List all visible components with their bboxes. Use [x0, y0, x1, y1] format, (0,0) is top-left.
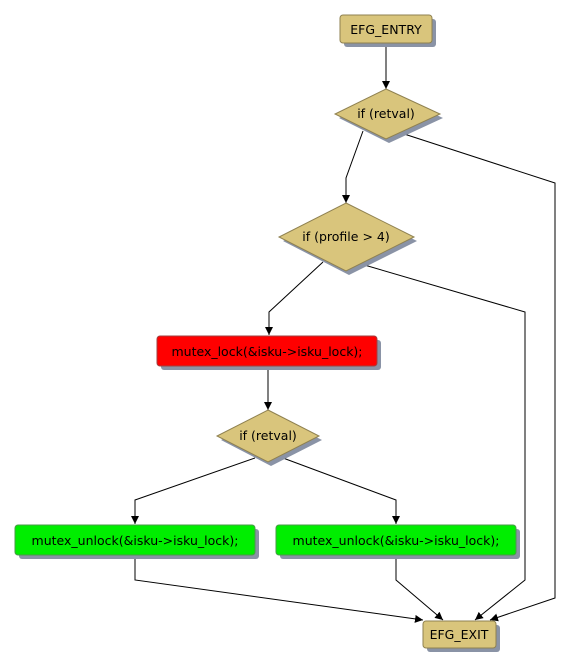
edge-cond-profile-to-exit: [360, 263, 526, 621]
unlock-right-label: mutex_unlock(&isku->isku_lock);: [293, 533, 500, 548]
cond-profile-diamond: [277, 202, 416, 272]
edge-cond-profile-to-lock: [265, 261, 324, 335]
unlock-left-box: [14, 524, 256, 556]
lock-node-label: mutex_lock(&isku->isku_lock);: [171, 344, 362, 359]
unlock-right-box: [275, 524, 517, 556]
cond-retval-1-label: if (retval): [357, 106, 415, 121]
cond-retval-1-diamond: [333, 88, 442, 140]
cond-profile-node: if (profile > 4): [277, 202, 417, 275]
entry-node: EFG_ENTRY: [339, 14, 436, 47]
edge-cond-retval-2-to-unlock-right: [282, 457, 400, 524]
exit-node-box: [422, 620, 497, 649]
edge-cond-retval-1-to-cond-profile: [342, 130, 364, 203]
exit-node: EFG_EXIT: [422, 620, 500, 652]
cond-retval-2-diamond: [215, 409, 321, 463]
lock-node-box: [156, 335, 378, 367]
unlock-left-label: mutex_unlock(&isku->isku_lock);: [32, 533, 239, 548]
entry-node-box: [339, 14, 433, 44]
entry-node-label: EFG_ENTRY: [350, 22, 422, 37]
edge-unlock-right-to-exit: [395, 557, 444, 621]
edge-cond-retval-1-to-exit: [397, 131, 556, 622]
edges: [131, 46, 556, 623]
unlock-right-node: mutex_unlock(&isku->isku_lock);: [275, 524, 520, 559]
exit-node-label: EFG_EXIT: [430, 627, 489, 642]
cond-retval-2-label: if (retval): [239, 428, 297, 443]
unlock-left-node: mutex_unlock(&isku->isku_lock);: [14, 524, 259, 559]
edge-unlock-left-to-exit: [134, 557, 424, 623]
cond-retval-1-node: if (retval): [333, 88, 443, 143]
lock-node: mutex_lock(&isku->isku_lock);: [156, 335, 381, 370]
edge-cond-retval-2-to-unlock-left: [131, 457, 256, 524]
cond-profile-label: if (profile > 4): [302, 229, 389, 244]
cond-retval-2-node: if (retval): [215, 409, 322, 466]
